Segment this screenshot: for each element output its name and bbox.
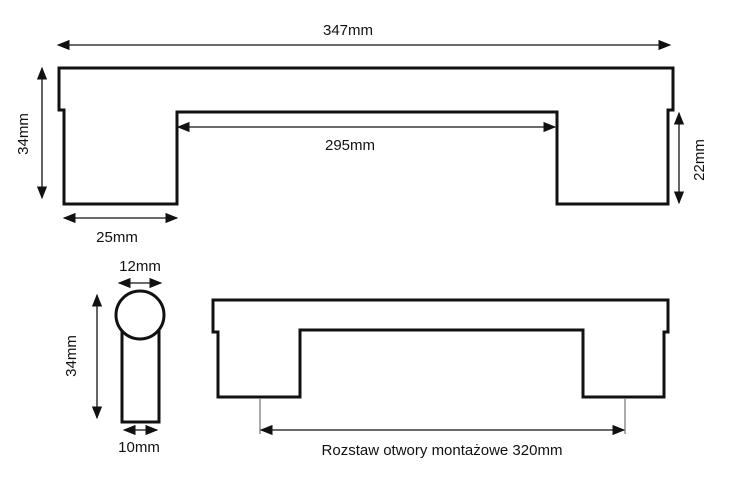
height-top-label: 34mm [15,113,32,155]
handle-top-view-outline [57,66,675,206]
profile-stem [120,328,161,424]
handle-side-view-outline [211,298,670,399]
profile-head [114,289,166,341]
hole-spacing-label: Rozstaw otwory montażowe 320mm [322,442,563,459]
overall-length-label: 347mm [323,22,373,39]
profile-diameter-label: 12mm [119,258,161,275]
leg-width-label: 25mm [96,229,138,246]
profile-height-label: 34mm [63,335,80,377]
leg-height-label: 22mm [691,139,708,181]
profile-bottom-width-label: 10mm [118,439,160,456]
inner-span-label: 295mm [325,137,375,154]
